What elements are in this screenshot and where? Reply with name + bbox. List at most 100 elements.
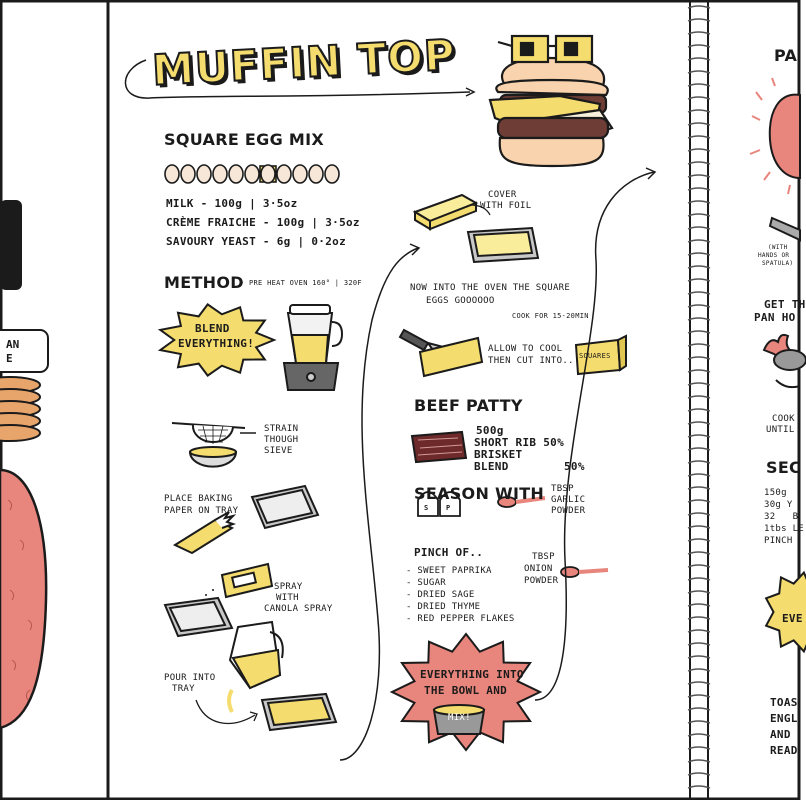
mix-burst-icon [389, 632, 543, 752]
section-line: 150g [764, 488, 787, 498]
egg-row-icon [164, 164, 340, 184]
bottom-line: AND [770, 728, 791, 741]
pancake-stack-icon [0, 376, 41, 442]
right-heading: PA [774, 46, 798, 65]
pinch-item: - SWEET PAPRIKA [406, 566, 492, 576]
get-text: PAN HO [754, 311, 796, 324]
burst-text: EVE [782, 612, 803, 625]
method-heading: METHOD [164, 273, 244, 292]
pinch-item: - DRIED THYME [406, 602, 481, 612]
pinch-item: - SUGAR [406, 578, 447, 588]
bowl-text: THE BOWL AND [424, 684, 508, 697]
bowl-text: EVERYTHING INTO [420, 668, 524, 681]
beef-patty-line: BRISKET [474, 448, 523, 461]
cover-text: WITH FOIL [480, 201, 532, 211]
strain-text: SIEVE [264, 446, 293, 456]
title-swirl [124, 59, 471, 99]
garlic-text: POWDER [551, 506, 586, 516]
onion-text: TBSP [532, 552, 555, 562]
beef-patty-heading: BEEF PATTY [414, 396, 523, 415]
squares-box-icon [574, 334, 627, 376]
get-text: GET TH [764, 298, 806, 311]
mix-label: MIX! [448, 713, 471, 723]
garlic-text: GARLIC [551, 495, 586, 505]
beef-patty-line: BLEND 50% [474, 460, 585, 473]
season-heading: SEASON WITH [414, 484, 545, 503]
blender-icon [282, 304, 344, 391]
onion-text: POWDER [524, 576, 559, 586]
salt-shaker-label: S [424, 504, 429, 512]
spiral-binding-icon [687, 5, 711, 789]
garlic-text: TBSP [551, 484, 574, 494]
pinch-item: - RED PEPPER FLAKES [406, 614, 515, 624]
salt-pepper-shakers-icon [417, 491, 461, 517]
tablespoon-2-icon [560, 566, 609, 578]
squares-label: SQUARES [579, 352, 611, 360]
onion-text: ONION [524, 564, 553, 574]
tablespoon-icon [497, 496, 546, 508]
beef-patty-line: 500g [476, 424, 504, 437]
mixing-bowl-icon [432, 704, 486, 735]
pour-text: POUR INTO [164, 673, 216, 683]
baking-tray-icon [250, 484, 320, 530]
pinch-item: - DRIED SAGE [406, 590, 475, 600]
label-card-icon [0, 329, 49, 373]
section-heading: SEC [766, 458, 802, 477]
cook-time: COOK FOR 15-20MIN [512, 312, 589, 320]
measuring-jug-icon [228, 620, 284, 690]
blend-text: EVERYTHING! [178, 337, 255, 350]
strain-text: STRAIN [264, 424, 299, 434]
left-page-art [0, 200, 49, 730]
sieve-icon [171, 422, 246, 468]
bottom-line: READ [770, 744, 798, 757]
baking-paper-roll-icon [172, 511, 237, 555]
cover-text: COVER [488, 190, 517, 200]
left-label-line-1: AN [6, 338, 20, 351]
baking-paper-text: PAPER ON TRAY [164, 506, 239, 516]
preheat-note: - PRE HEAT OVEN 160° | 320F [240, 279, 362, 287]
butter-icon [412, 193, 479, 231]
spray-text: CANOLA SPRAY [264, 604, 333, 614]
pinch-label: PINCH OF.. [414, 546, 484, 559]
cool-text: ALLOW TO COOL [488, 344, 563, 354]
filled-tray-icon [260, 692, 338, 732]
flow-arrow-2 [534, 171, 655, 701]
left-label-line-2: E [6, 352, 13, 365]
section-line: 32 B [764, 512, 799, 522]
pour-text: TRAY [172, 684, 195, 694]
sprayed-tray-icon [163, 596, 234, 638]
beef-slab-icon [410, 430, 468, 464]
bottom-line: TOAS [770, 696, 798, 709]
cook-text: COOK [772, 414, 795, 424]
blend-text: BLEND [195, 322, 230, 335]
spray-text: WITH [276, 593, 299, 603]
muffin-character-icon [488, 34, 614, 168]
egg-mix-heading: SQUARE EGG MIX [164, 130, 325, 149]
spray-text: SPRAY [274, 582, 303, 592]
raw-patty-icon [0, 468, 48, 730]
baking-paper-text: PLACE BAKING [164, 494, 233, 504]
oven-text: EGGS GOOOOOO [426, 296, 495, 306]
flow-arrow [339, 247, 419, 761]
strain-text: THOUGH [264, 435, 299, 445]
egg-mix-ingredient: MILK - 100g | 3·5oz [166, 197, 298, 210]
knife-icon [398, 328, 484, 378]
cool-text: THEN CUT INTO.. [488, 356, 574, 366]
dark-bottle-icon [0, 200, 22, 290]
section-line: 30g Y [764, 500, 793, 510]
oven-text: NOW INTO THE OVEN THE SQUARE [410, 283, 571, 293]
section-line: PINCH [764, 536, 793, 546]
bottom-line: ENGL [770, 712, 798, 725]
pepper-shaker-label: P [446, 504, 451, 512]
egg-mix-ingredient: SAVOURY YEAST - 6g | 0·2oz [166, 235, 346, 248]
hands-note: (WITH [768, 244, 788, 251]
hands-note: HANDS OR [758, 252, 790, 259]
spray-can-icon [220, 562, 274, 599]
egg-mix-ingredient: CRÈME FRAICHE - 100g | 3·5oz [166, 216, 360, 229]
section-line: 1tbs LE [764, 524, 805, 534]
covered-tray-icon [466, 226, 540, 264]
hands-note: SPATULA) [762, 260, 794, 267]
